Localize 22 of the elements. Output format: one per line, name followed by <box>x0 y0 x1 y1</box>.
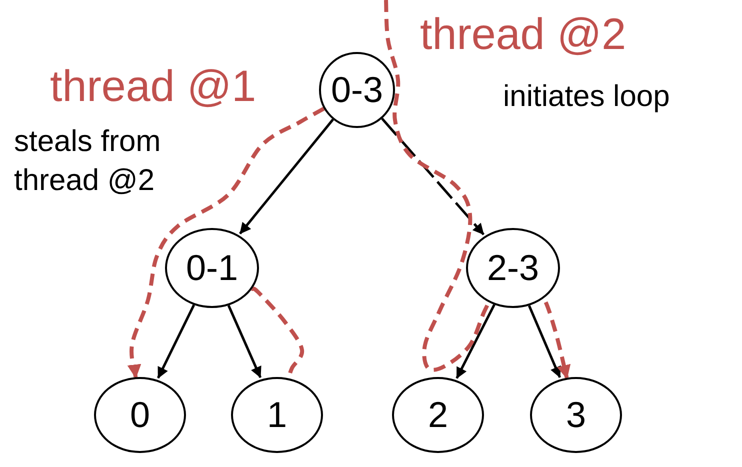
thread-label: thread @2 <box>420 10 626 60</box>
arrow <box>239 118 334 234</box>
circle-node <box>165 228 259 308</box>
annotation-text: steals from thread @2 <box>14 124 162 199</box>
arrow <box>157 304 196 379</box>
node-label: 2 <box>428 394 448 436</box>
node-label: 0-3 <box>330 69 384 111</box>
node-label: 1 <box>266 394 288 436</box>
thread-path-arrow <box>384 0 571 380</box>
node-label: 3 <box>566 394 586 436</box>
node-label: 2-3 <box>486 247 540 289</box>
node-label: 0-1 <box>186 247 238 289</box>
circle-node <box>319 52 395 128</box>
thread-path-arrow <box>126 106 325 379</box>
arrow <box>227 304 262 378</box>
arrow <box>381 118 485 236</box>
node-label: 0 <box>130 394 150 436</box>
thread-label: thread @1 <box>50 62 256 112</box>
annotation-text: initiates loop <box>503 80 670 114</box>
circle-node <box>466 228 560 308</box>
arrow <box>456 304 496 379</box>
arrow <box>528 305 561 378</box>
